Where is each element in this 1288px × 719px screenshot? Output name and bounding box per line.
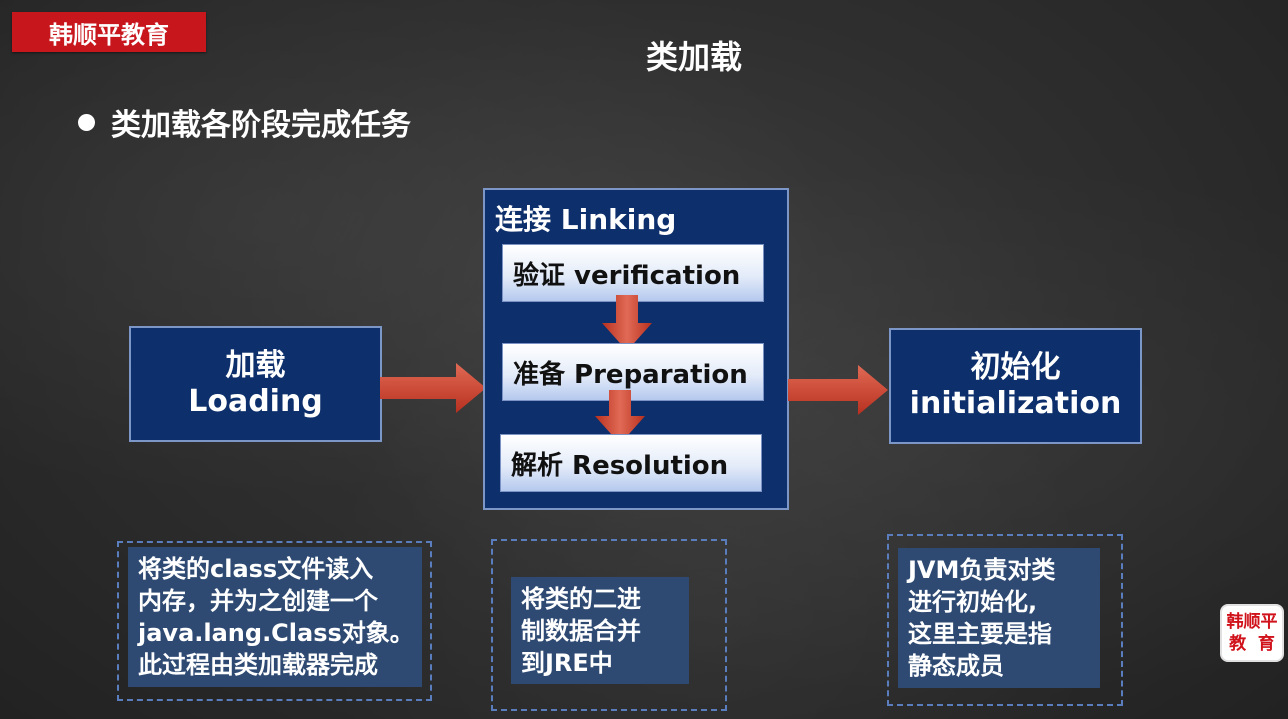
loading-note-line: 此过程由类加载器完成 [138,651,378,679]
initialization-stage-label-cn: 初始化 [970,350,1061,385]
brand-logo: 韩顺平教育 [12,12,206,52]
loading-note-line: java.lang.Class对象。 [138,619,414,647]
loading-to-linking-arrow-icon [380,363,486,413]
initialization-note-line: 这里主要是指 [908,620,1052,648]
bullet-text: 类加载各阶段完成任务 [111,108,411,143]
linking-stage-box: 连接 Linking 验证 verification 准备 Preparatio… [483,188,789,510]
loading-stage-box: 加载 Loading [129,326,382,442]
page-title: 类加载 [645,38,742,76]
linking-note-line: 制数据合并 [521,617,641,645]
initialization-note-line: 进行初始化, [908,588,1038,616]
linking-note-line: 将类的二进 [521,585,641,613]
loading-note-border [117,541,432,701]
bullet-dot-icon [78,113,95,131]
initialization-stage-label-en: initialization [909,386,1122,421]
watermark-badge-line: 教 育 [1229,634,1275,654]
loading-note-line: 将类的class文件读入 [138,555,374,583]
initialization-note-line: JVM负责对类 [908,556,1056,584]
initialization-note-line: 静态成员 [908,652,1004,680]
linking-stage-title: 连接 Linking [495,203,677,236]
linking-note: 将类的二进 制数据合并 到JRE中 [511,577,689,684]
preparation-step-box: 准备 Preparation [502,343,764,401]
initialization-note-border [887,534,1123,706]
watermark-badge: 韩顺平 教 育 [1220,604,1284,662]
watermark-badge-line: 韩顺平 [1226,612,1278,632]
linking-note-line: 到JRE中 [521,649,613,677]
verification-to-preparation-arrow-icon [602,295,652,351]
linking-note-border [491,539,727,711]
loading-note: 将类的class文件读入 内存，并为之创建一个 java.lang.Class对… [128,547,422,687]
resolution-step-box: 解析 Resolution [500,434,762,492]
initialization-note: JVM负责对类 进行初始化, 这里主要是指 静态成员 [898,548,1100,688]
loading-stage-label-en: Loading [188,384,323,419]
bullet-heading: 类加载各阶段完成任务 [78,100,411,144]
preparation-to-resolution-arrow-icon [595,390,645,444]
verification-step-box: 验证 verification [502,244,764,302]
loading-stage-label-cn: 加载 [225,348,286,383]
loading-note-line: 内存，并为之创建一个 [138,587,378,615]
initialization-stage-box: 初始化 initialization [889,328,1142,444]
linking-to-initialization-arrow-icon [788,365,888,415]
